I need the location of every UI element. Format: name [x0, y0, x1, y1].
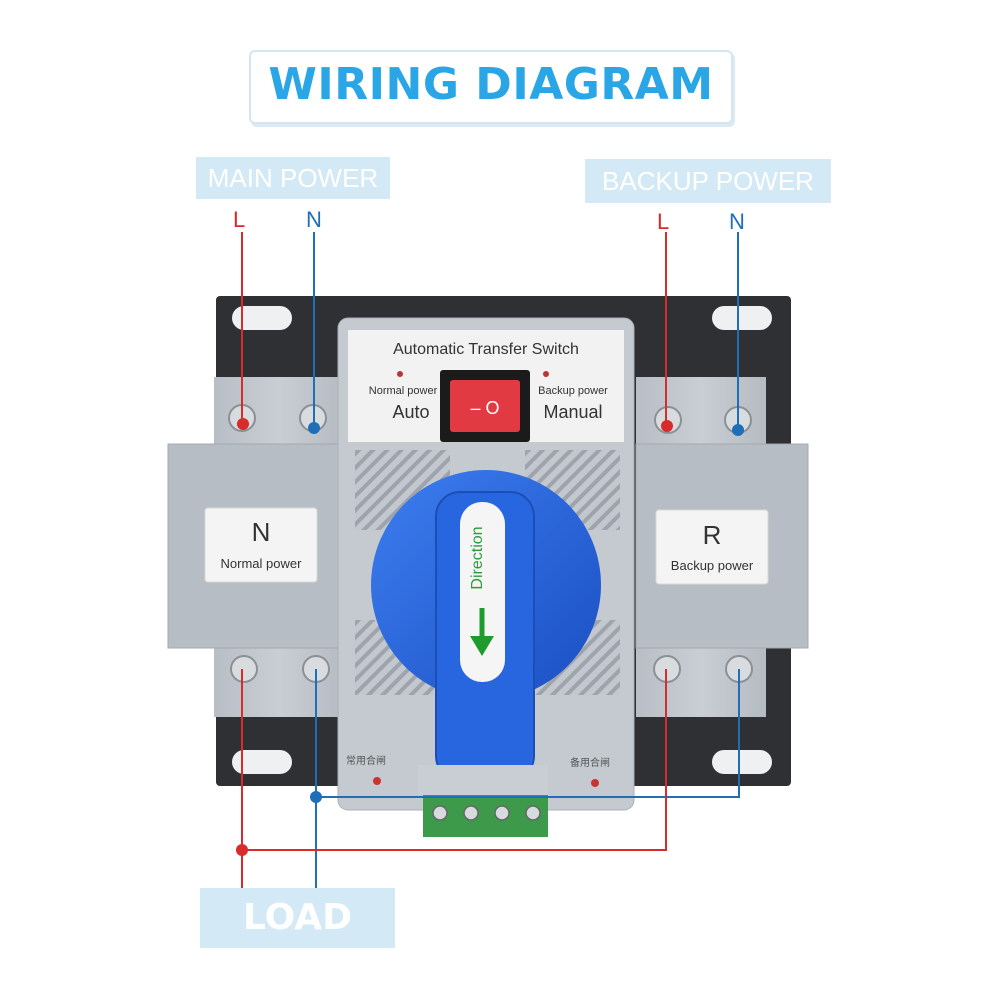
backup-power-n-label: N [729, 209, 745, 234]
right-panel-text: Backup power [671, 558, 754, 573]
diagram-title: WIRING DIAGRAM [268, 59, 714, 110]
neutral-wires [313, 232, 740, 888]
left-panel-label [204, 507, 318, 583]
terminal-block-screws [432, 805, 541, 821]
neutral-wire-nodes [308, 422, 744, 803]
bottom-right-mark: 备用合闸 [570, 756, 610, 769]
main-power-label: MAIN POWER [196, 157, 390, 199]
left-panel-text: Normal power [221, 556, 303, 571]
direction-arrow-head [470, 636, 494, 656]
device-name: Automatic Transfer Switch [393, 341, 579, 358]
rocker-switch [450, 380, 520, 432]
mode-auto-text: Auto [392, 402, 429, 422]
right-indicator-text: Backup power [538, 385, 608, 397]
main-power-n-label: N [306, 207, 322, 232]
handle-direction-text: Direction [469, 526, 486, 589]
line-wire-nodes [236, 418, 673, 856]
mode-manual-text: Manual [543, 402, 602, 422]
title-frame [249, 50, 733, 124]
line-wires [241, 232, 667, 888]
bottom-left-mark: 常用合闸 [346, 754, 386, 767]
left-panel-letter: N [252, 517, 271, 547]
backup-power-label: BACKUP POWER [585, 159, 831, 203]
backup-power-l-label: L [657, 209, 670, 234]
main-power-l-label: L [233, 207, 246, 232]
left-led [397, 371, 403, 377]
right-panel-label [655, 509, 769, 585]
right-panel-letter: R [703, 520, 722, 550]
bottom-right-led [591, 779, 599, 787]
terminal-block-housing [418, 765, 548, 795]
rocker-switch-symbol: – O [470, 398, 499, 418]
bottom-left-led [373, 777, 381, 785]
left-indicator-text: Normal power [369, 385, 438, 397]
right-led [543, 371, 549, 377]
load-label: LOAD [200, 888, 395, 948]
